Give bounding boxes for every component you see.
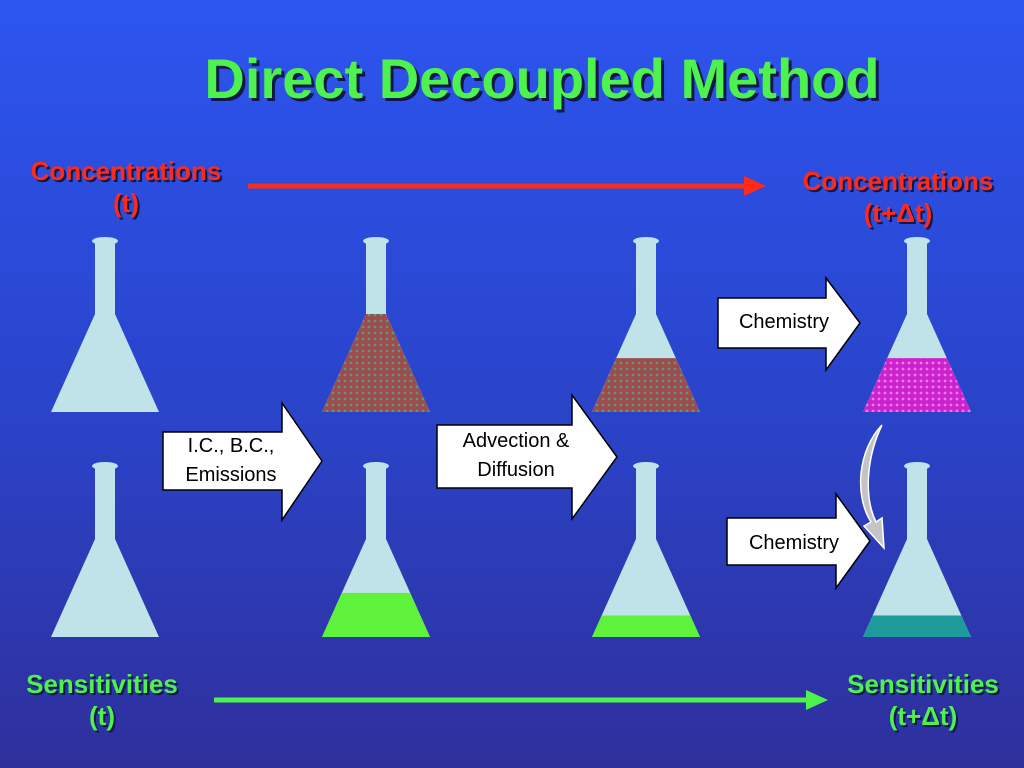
flask-glass xyxy=(592,467,700,637)
flask-bottom-1 xyxy=(51,462,159,637)
flask-glass xyxy=(51,242,159,412)
flask-lip xyxy=(904,462,930,470)
flask-liquid xyxy=(863,615,971,637)
flask-glass xyxy=(863,467,971,637)
concentrations-tdt-label: Concentrations (t+Δt) xyxy=(772,165,1024,229)
icbc-emissions-arrow xyxy=(162,400,323,523)
chemistry-bottom-arrow xyxy=(726,491,871,591)
advection-diffusion-arrow xyxy=(436,392,618,522)
sensitivities-tdt-line2: (t+Δt) xyxy=(888,701,958,731)
flask-liquid xyxy=(863,358,971,412)
coupling-curved-arrow xyxy=(859,424,885,551)
flask-top-4 xyxy=(863,237,971,412)
flask-liquid xyxy=(322,314,430,412)
flask-bottom-4 xyxy=(863,462,971,637)
concentrations-tdt-line1: Concentrations xyxy=(802,166,994,196)
flask-top-2 xyxy=(322,237,430,412)
flask-bottom-2 xyxy=(322,462,430,637)
concentrations-t-line1: Concentrations xyxy=(30,156,222,186)
sensitivities-t-line2: (t) xyxy=(89,701,115,731)
flask-top-3 xyxy=(592,237,700,412)
flask-lip xyxy=(904,237,930,245)
flask-lip xyxy=(633,462,659,470)
flask-lip xyxy=(92,462,118,470)
sensitivities-t-label: Sensitivities (t) xyxy=(0,668,204,732)
sensitivities-t-line1: Sensitivities xyxy=(26,669,178,699)
concentrations-t-label: Concentrations (t) xyxy=(0,155,252,219)
flask-top-1 xyxy=(51,237,159,412)
flask-lip xyxy=(633,237,659,245)
flask-group xyxy=(51,237,971,637)
concentration-time-arrow xyxy=(248,176,766,196)
flask-lip xyxy=(363,237,389,245)
sensitivities-tdt-line1: Sensitivities xyxy=(847,669,999,699)
concentrations-tdt-line2: (t+Δt) xyxy=(863,198,933,228)
flask-liquid xyxy=(592,615,700,637)
flask-glass xyxy=(51,467,159,637)
flask-bottom-3 xyxy=(592,462,700,637)
flask-liquid xyxy=(592,358,700,412)
sensitivity-time-arrow xyxy=(214,690,828,710)
concentrations-t-line2: (t) xyxy=(113,188,139,218)
flask-liquid xyxy=(322,592,430,637)
sensitivities-tdt-label: Sensitivities (t+Δt) xyxy=(822,668,1024,732)
chemistry-top-arrow xyxy=(717,275,861,373)
flask-lip xyxy=(363,462,389,470)
flask-lip xyxy=(92,237,118,245)
page-title: Direct Decoupled Method xyxy=(204,47,880,110)
